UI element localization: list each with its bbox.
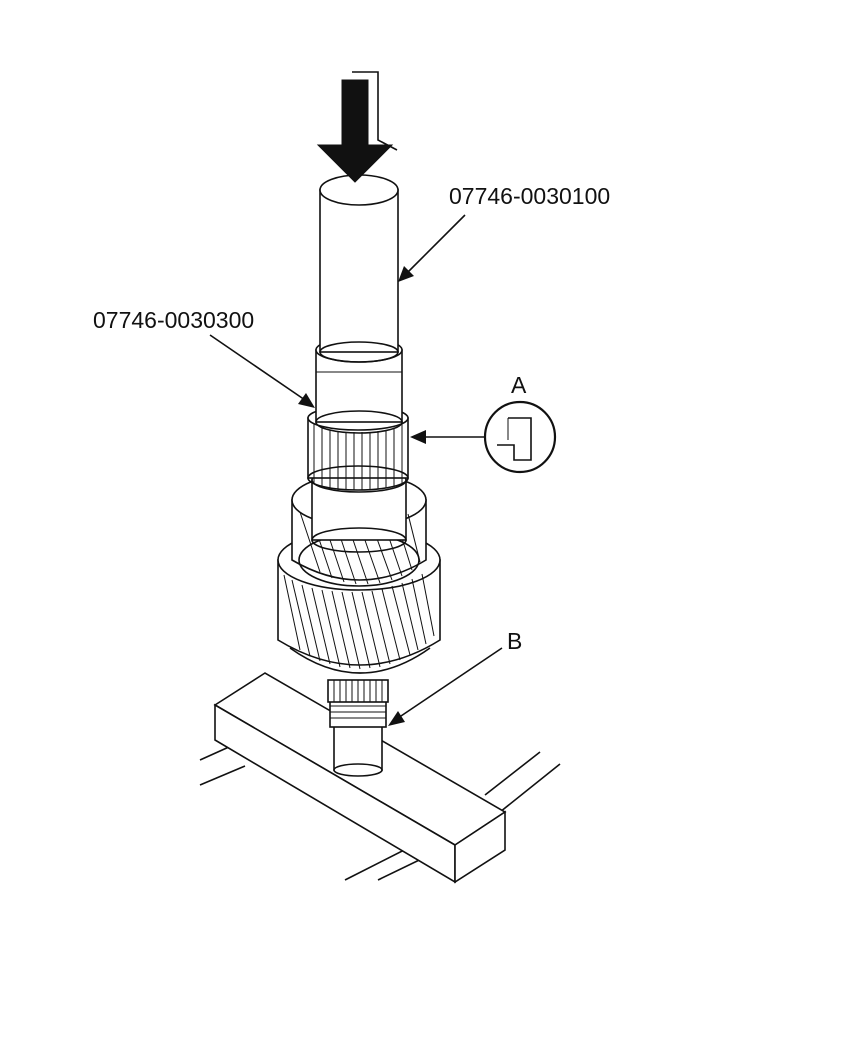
down-arrow-icon [316,71,398,183]
tool-label-0030100: 07746-0030100 [449,183,611,209]
hub-splines [313,424,403,490]
large-gear-teeth [283,573,435,670]
leader-mid [209,334,315,408]
lower-splines [333,680,383,702]
magnifier-detail-icon [483,400,557,474]
leader-top [398,214,466,282]
leader-b [388,647,503,726]
driver-handle [319,174,399,363]
lower-shaft [327,679,389,777]
leader-a [410,430,484,444]
part-label-b: B [507,628,523,654]
detail-label-a: A [511,372,527,398]
shaft-collar [311,467,407,553]
tool-label-0030300: 07746-0030300 [93,307,255,333]
